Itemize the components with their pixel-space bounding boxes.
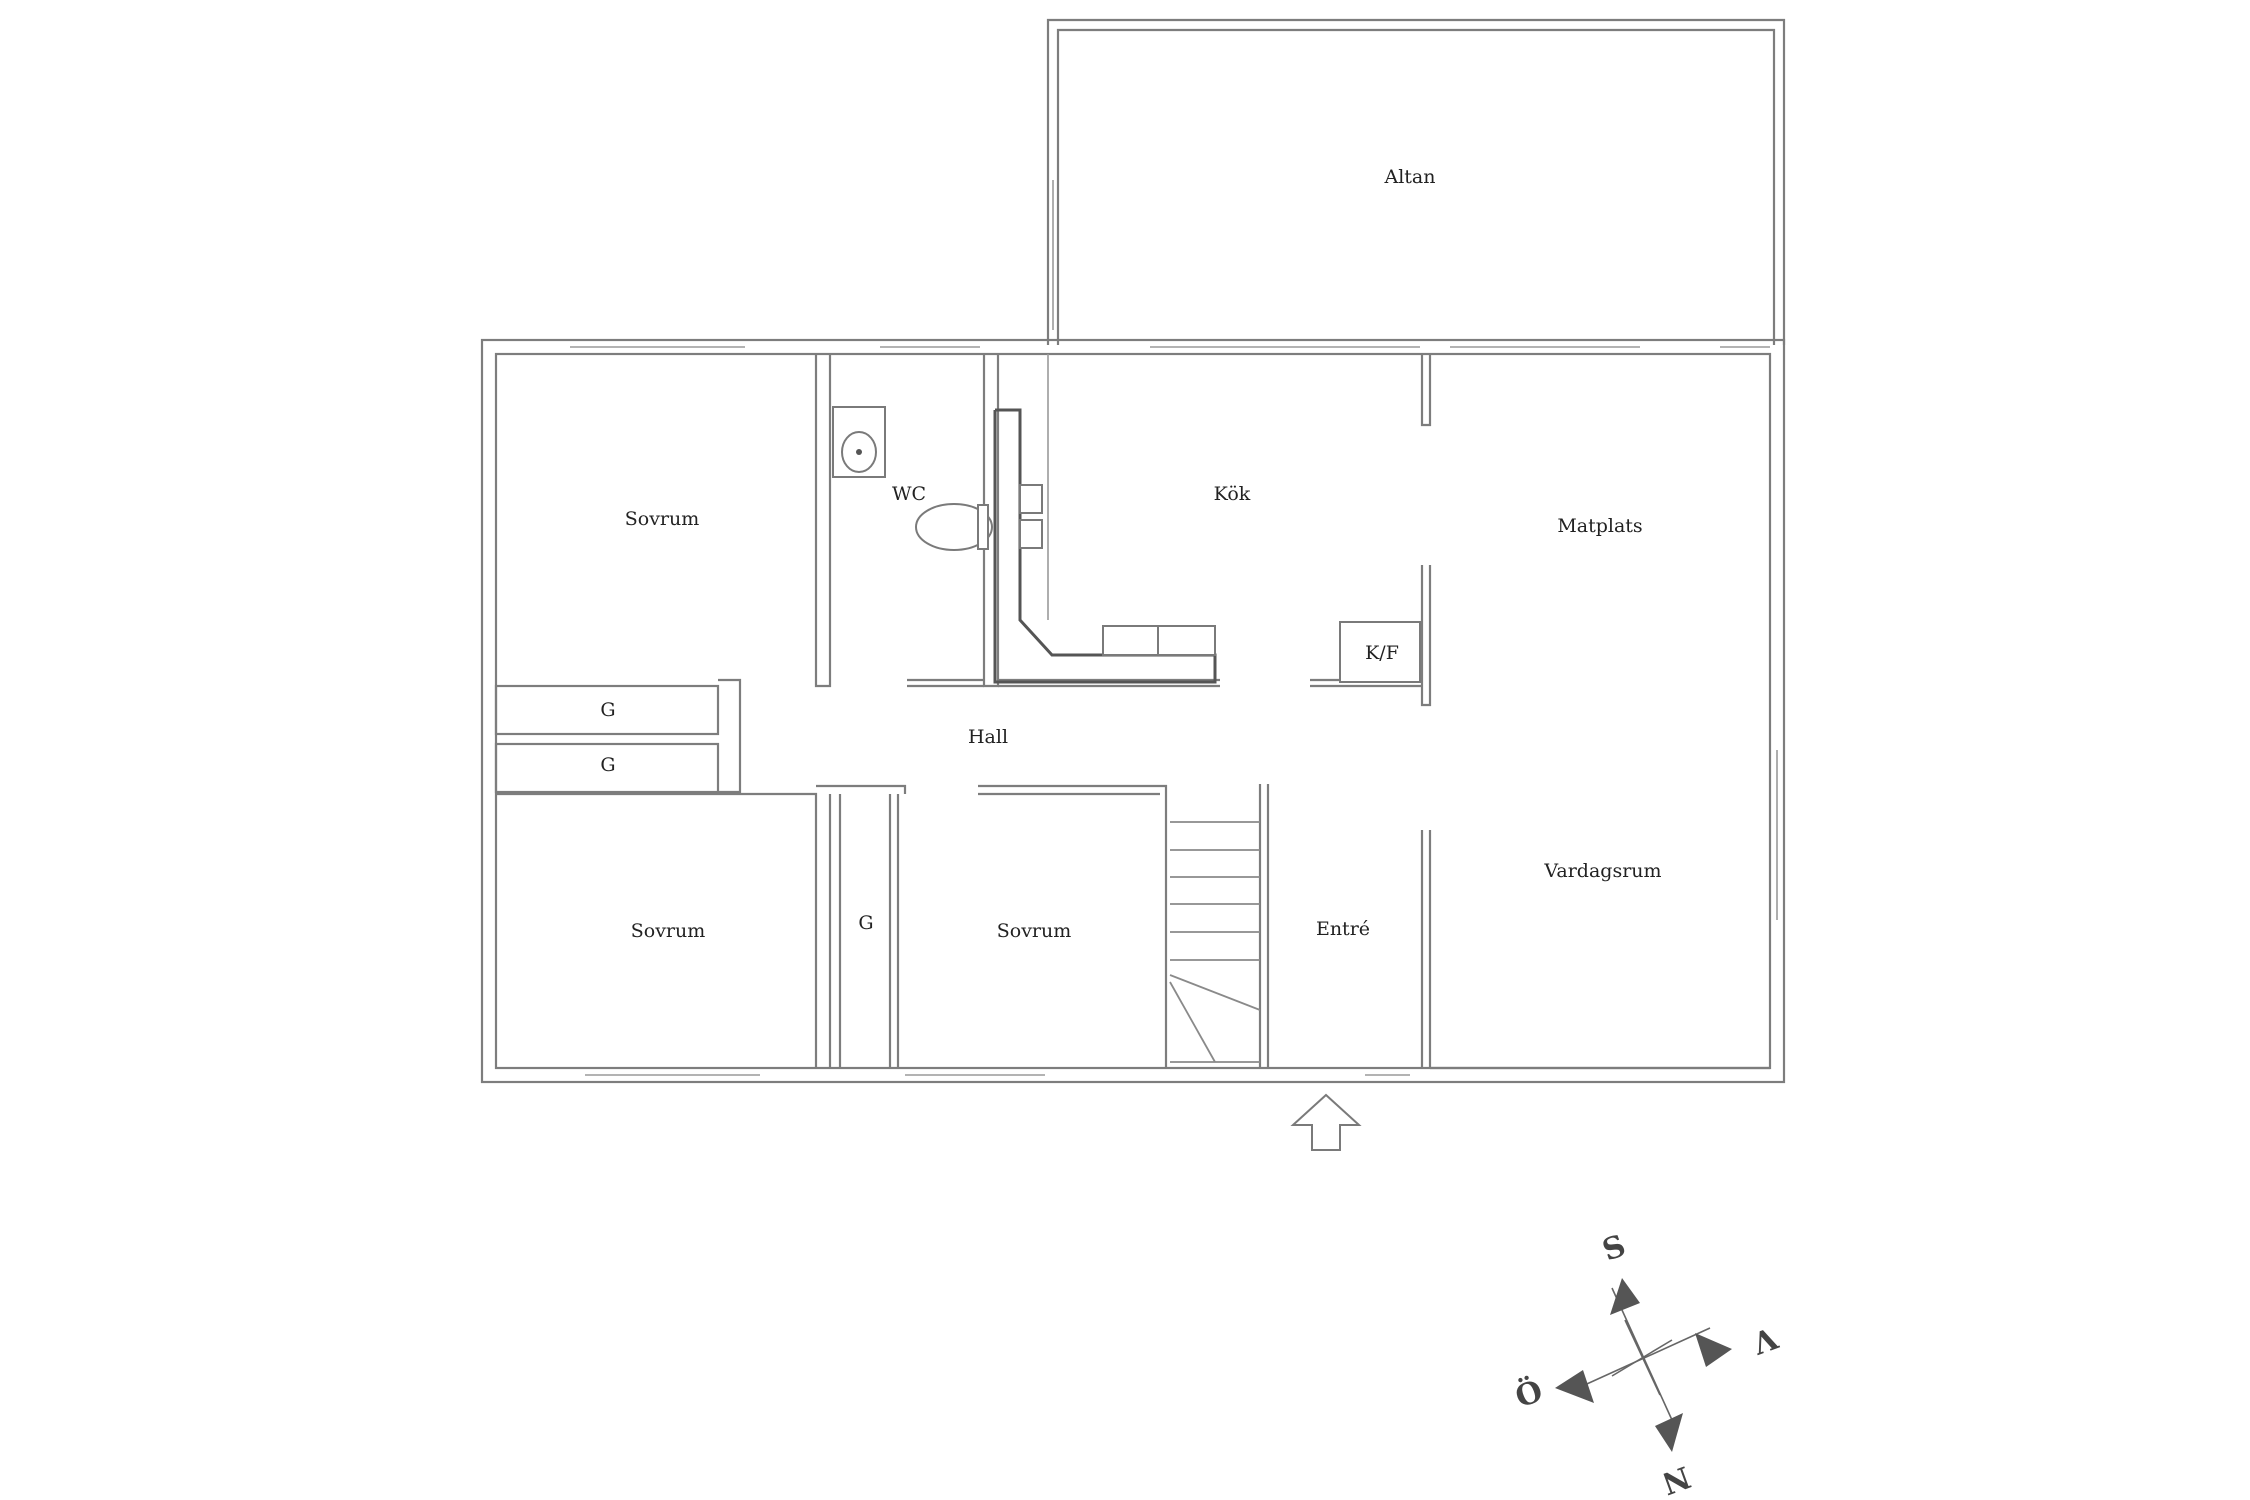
compass-rose: S V Ö N bbox=[1510, 1228, 1782, 1500]
label-entre: Entré bbox=[1316, 918, 1370, 940]
arrow-west-icon bbox=[1695, 1333, 1732, 1367]
label-altan: Altan bbox=[1384, 166, 1436, 188]
label-kf: K/F bbox=[1365, 642, 1399, 664]
interior-walls bbox=[494, 354, 1770, 1070]
label-wc: WC bbox=[892, 483, 926, 505]
outer-walls bbox=[480, 338, 1786, 1084]
arrow-east-icon bbox=[1555, 1370, 1594, 1403]
staircase bbox=[1169, 821, 1261, 1063]
label-sovrum-mid: Sovrum bbox=[997, 920, 1072, 942]
label-hall: Hall bbox=[968, 726, 1008, 748]
label-kok: Kök bbox=[1214, 483, 1251, 505]
label-garderob-2: G bbox=[600, 754, 615, 776]
compass-south: S bbox=[1598, 1228, 1630, 1268]
compass-east: Ö bbox=[1510, 1372, 1547, 1416]
label-sovrum-top: Sovrum bbox=[625, 508, 700, 530]
wc-fixtures bbox=[832, 406, 993, 551]
label-matplats: Matplats bbox=[1557, 515, 1642, 537]
label-vardagsrum: Vardagsrum bbox=[1543, 860, 1661, 882]
compass-north: N bbox=[1657, 1458, 1695, 1500]
label-sovrum-left: Sovrum bbox=[631, 920, 706, 942]
kitchen-counter bbox=[993, 354, 1217, 684]
label-garderob-1: G bbox=[600, 699, 615, 721]
arrow-south-icon bbox=[1610, 1278, 1640, 1315]
windows bbox=[570, 180, 1778, 1076]
compass-west: V bbox=[1747, 1319, 1782, 1360]
label-garderob-3: G bbox=[858, 912, 873, 934]
entrance-arrow-icon bbox=[1290, 1093, 1362, 1151]
arrow-north-icon bbox=[1655, 1413, 1683, 1452]
altan-outline bbox=[1046, 18, 1786, 345]
fridge-freezer bbox=[1339, 621, 1421, 683]
